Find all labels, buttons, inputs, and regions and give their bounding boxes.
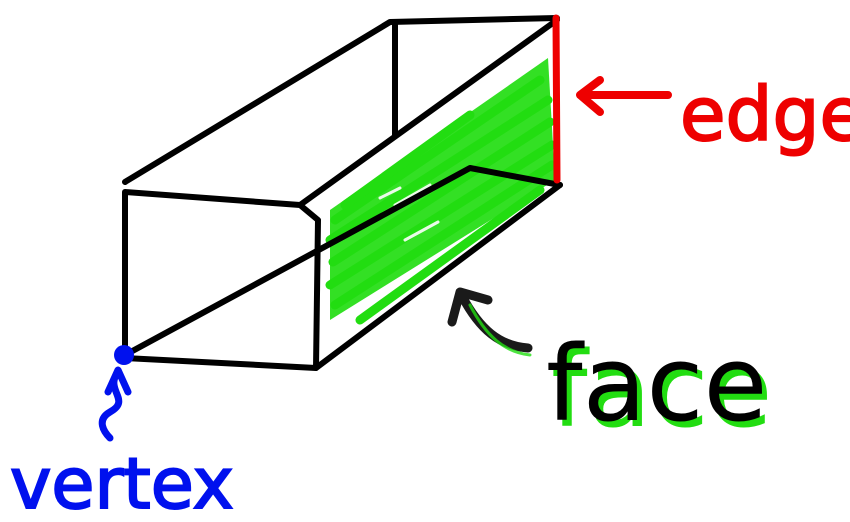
vertex-callout: vertex — [9, 366, 235, 522]
edge-callout: edge — [576, 71, 850, 159]
vertex-dot — [114, 345, 134, 365]
vertex-label: vertex — [10, 443, 234, 522]
highlighted-edge — [552, 14, 561, 184]
face-callout: face face — [447, 287, 773, 451]
face-arrow-shadow — [468, 303, 532, 357]
front-face-outline — [122, 189, 321, 371]
top-front-edge — [297, 17, 560, 208]
top-face-outline — [122, 15, 560, 185]
inner-diagonal — [122, 165, 563, 358]
right-bottom-edge — [313, 182, 563, 371]
edge-label: edge — [680, 72, 850, 158]
face-scribble-gaps — [378, 183, 440, 242]
prism-outline — [122, 15, 563, 371]
face-arrow-icon — [447, 287, 533, 353]
red-edge-line — [552, 14, 561, 184]
face-label: face — [546, 323, 768, 445]
edge-arrow-icon — [576, 76, 672, 116]
highlighted-face — [325, 58, 557, 325]
face-label-shadow: face — [551, 329, 773, 451]
vertex-arrow-icon — [98, 366, 132, 442]
face-scribble-strokes — [325, 75, 557, 325]
